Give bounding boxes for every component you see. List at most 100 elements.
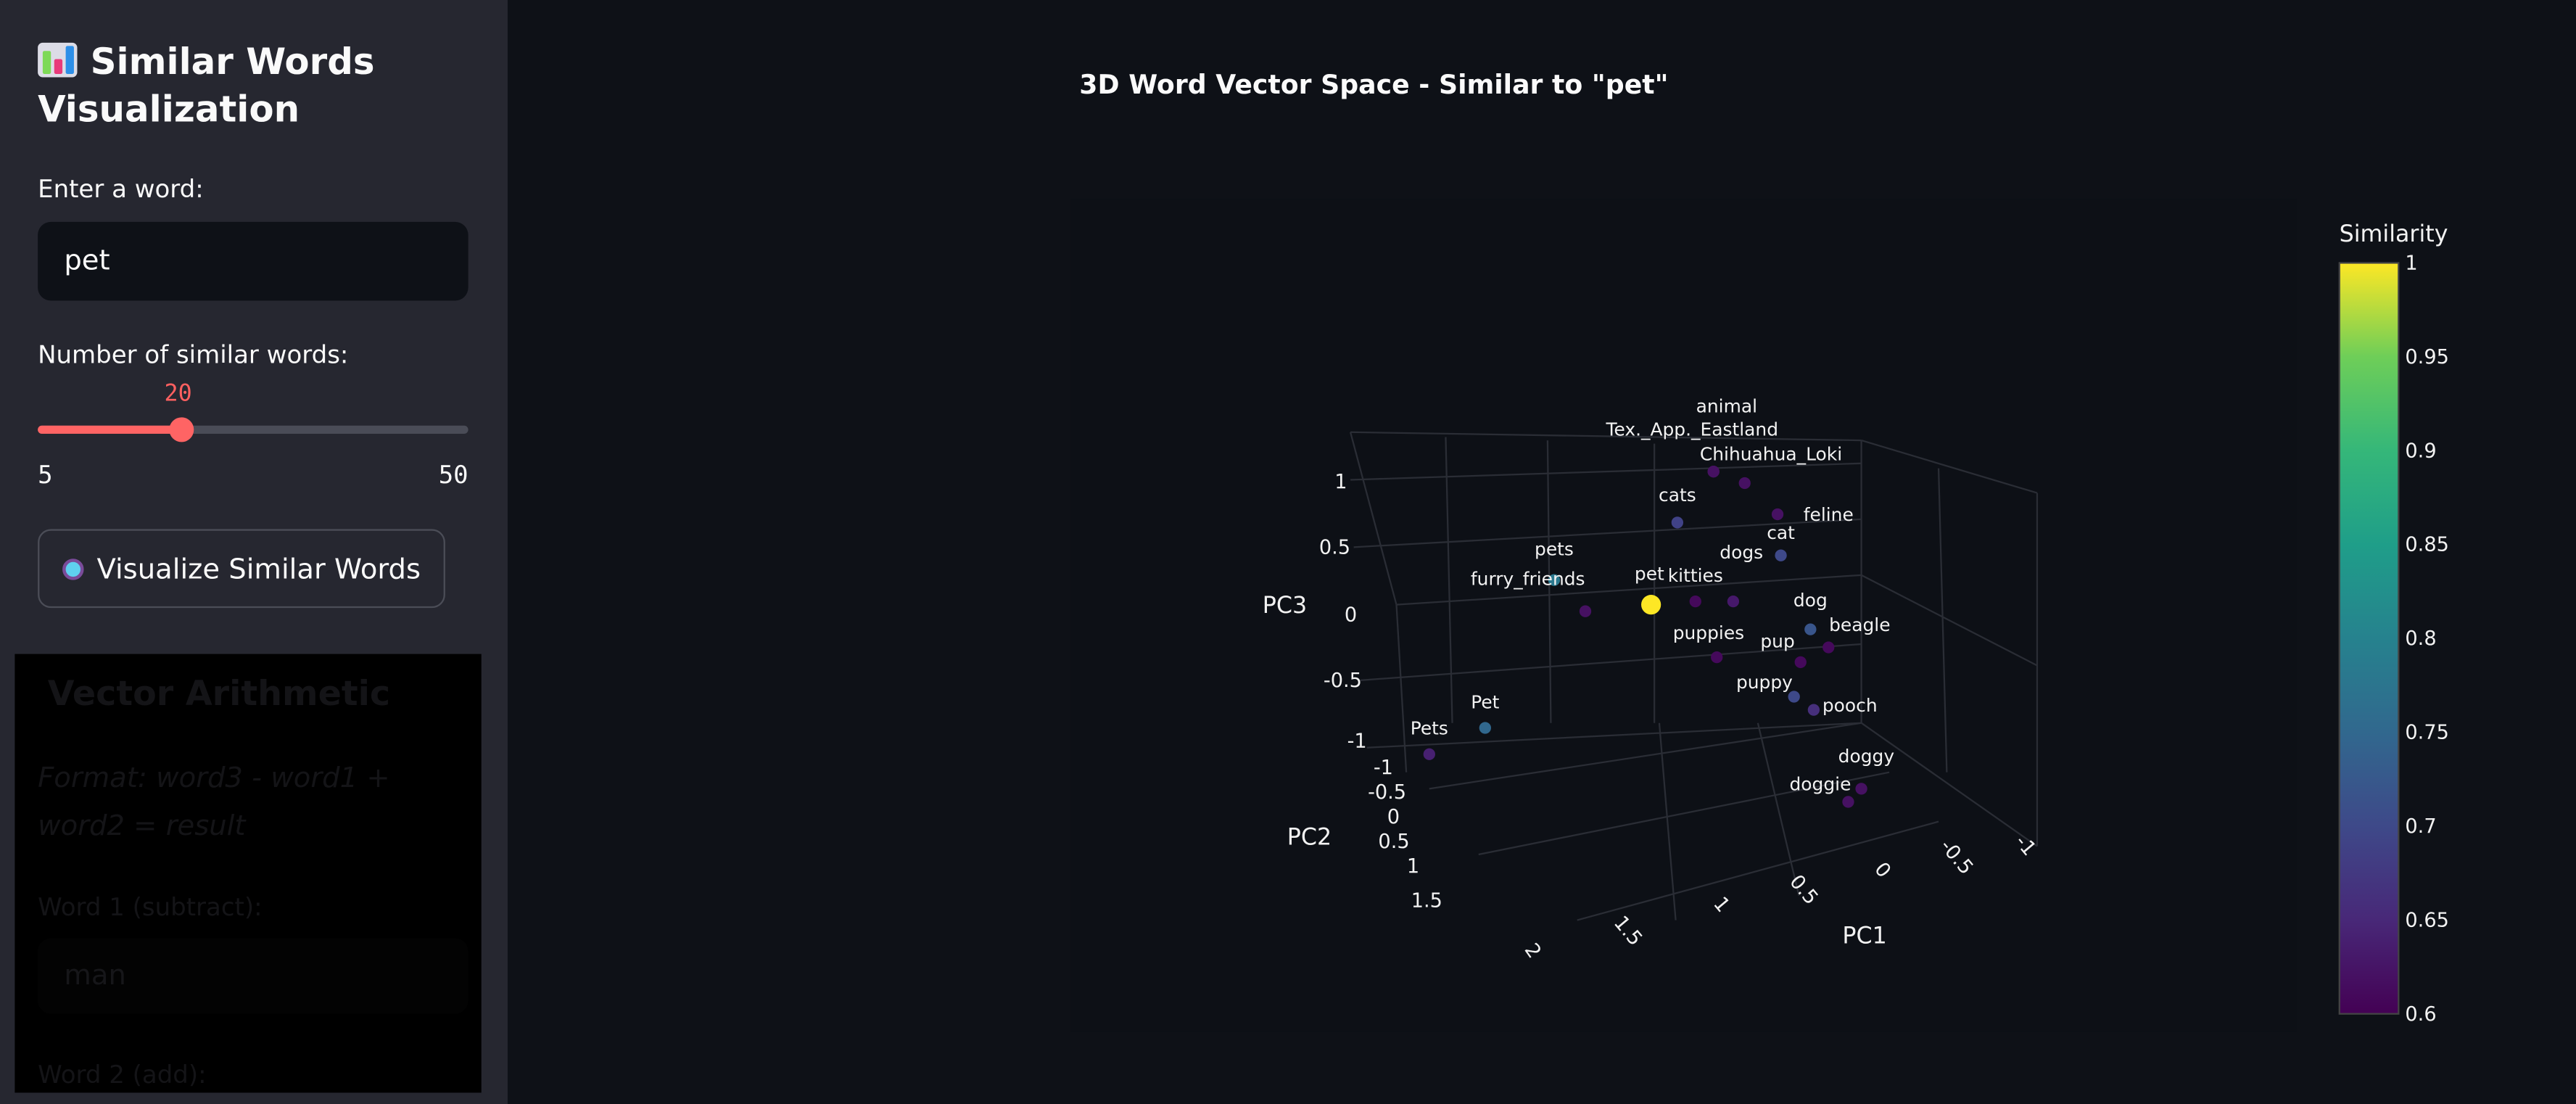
point-marker-pooch — [1807, 704, 1820, 716]
grid-line — [1350, 431, 1862, 442]
z-tick-label: 0 — [1345, 604, 1357, 626]
point-marker-dog — [1804, 623, 1817, 635]
point-label-cat: cat — [1767, 522, 1795, 543]
colorbar-tick-label: 0.85 — [2405, 534, 2449, 556]
grid-line — [1860, 722, 2038, 847]
colorbar-tick-label: 0.95 — [2405, 346, 2449, 368]
grid-line — [1349, 432, 1398, 605]
grid — [1349, 431, 2039, 921]
point-label-pets: pets — [1535, 539, 1574, 560]
colorbar-tick-label: 0.8 — [2405, 627, 2436, 650]
magnifier-icon — [62, 559, 84, 580]
point-label-Chihuahua_Loki: Chihuahua_Loki — [1700, 443, 1842, 464]
vector-arithmetic-section: Vector Arithmetic Format: word3 - word1 … — [15, 654, 482, 1093]
point-label-pet: pet — [1635, 564, 1664, 585]
point-label-feline: feline — [1804, 504, 1854, 525]
plot-area — [1070, 199, 2297, 1032]
colorbar-tick-label: 0.75 — [2405, 722, 2449, 744]
point-marker-kitties — [1689, 595, 1701, 608]
x-axis-label: PC1 — [1842, 923, 1886, 949]
point-marker-feline — [1771, 508, 1784, 521]
vector-arithmetic-title: Vector Arithmetic — [47, 673, 391, 714]
grid-line — [1445, 437, 1453, 723]
grid-line — [1353, 518, 1862, 548]
z-tick-label: 1 — [1334, 471, 1347, 493]
point-marker-Chihuahua_Loki — [1738, 477, 1751, 490]
z-axis-label: PC3 — [1263, 593, 1307, 619]
point-label-doggie: doggie — [1789, 774, 1851, 795]
grid-line — [1756, 722, 1800, 896]
point-label-dog: dog — [1793, 590, 1828, 611]
slider-thumb[interactable] — [170, 417, 195, 442]
point-label-beagle: beagle — [1829, 614, 1890, 635]
grid-line — [1577, 820, 1939, 921]
point-marker-doggy — [1855, 783, 1867, 795]
grid-line — [1360, 643, 1862, 681]
word-input-label: Enter a word: — [38, 174, 204, 204]
data-points: animalTex._App._EastlandChihuahua_Lokife… — [1411, 396, 1894, 808]
visualize-button[interactable]: Visualize Similar Words — [38, 529, 445, 609]
grid-line — [1429, 722, 1862, 790]
point-label-Pet: Pet — [1471, 691, 1499, 712]
point-marker-dogs — [1727, 595, 1740, 608]
point-marker-Pet — [1479, 722, 1491, 734]
point-marker-beagle — [1822, 641, 1835, 654]
point-label-pup: pup — [1760, 631, 1794, 652]
colorbar — [2338, 262, 2400, 1015]
point-label-dogs: dogs — [1720, 542, 1763, 563]
point-marker-doggie — [1842, 796, 1854, 808]
z-tick-label: 0.5 — [1319, 536, 1350, 559]
word-input[interactable]: pet — [38, 221, 468, 301]
word2-label: Word 2 (add): — [38, 1060, 207, 1089]
y-tick-label: 1.5 — [1411, 889, 1442, 912]
y-tick-label: 0.5 — [1378, 831, 1409, 853]
slider-max: 50 — [438, 460, 468, 490]
grid-line — [1395, 604, 1408, 773]
colorbar-title: Similarity — [2340, 221, 2448, 247]
colorbar-tick-label: 0.9 — [2405, 440, 2436, 462]
point-label-animal: animal — [1696, 396, 1757, 417]
y-tick-label: -1 — [1374, 757, 1393, 779]
slider-min: 5 — [38, 460, 53, 490]
z-tick-label: -1 — [1347, 730, 1367, 753]
colorbar-tick-label: 0.65 — [2405, 909, 2449, 931]
word1-input[interactable]: man — [38, 938, 468, 1014]
slider-value: 20 — [164, 381, 192, 408]
y-tick-label: -0.5 — [1368, 781, 1406, 804]
point-marker-puppy — [1788, 691, 1800, 703]
grid-line — [1478, 771, 1890, 856]
format-hint: Format: word3 - word1 + word2 = result — [38, 762, 390, 844]
grid-line — [1937, 468, 1948, 773]
point-marker-pets — [1548, 574, 1561, 586]
colorbar-tick-label: 0.6 — [2405, 1003, 2436, 1026]
app-title: Similar Words Visualization — [38, 42, 375, 132]
z-tick-label: -0.5 — [1324, 670, 1362, 692]
y-tick-label: 0 — [1387, 806, 1400, 828]
point-marker-pet — [1641, 595, 1661, 615]
chart-title: 3D Word Vector Space - Similar to "pet" — [1079, 69, 1669, 101]
slider-fill — [38, 425, 181, 434]
y-tick-label: 1 — [1407, 855, 1419, 878]
colorbar-tick-label: 1 — [2405, 252, 2417, 275]
grid-line — [1350, 462, 1862, 481]
point-label-puppies: puppies — [1673, 622, 1744, 643]
similar-words-slider[interactable] — [38, 417, 468, 442]
point-marker-cats — [1671, 516, 1684, 529]
point-marker-furry_friends — [1579, 605, 1592, 617]
point-label-kitties: kitties — [1668, 565, 1723, 586]
point-label-cats: cats — [1659, 485, 1696, 506]
point-label-Pets: Pets — [1411, 718, 1448, 739]
point-marker-Pets — [1423, 748, 1435, 760]
point-label-pooch: pooch — [1822, 695, 1878, 716]
colorbar-tick-label: 0.7 — [2405, 815, 2436, 838]
point-label-doggy: doggy — [1838, 746, 1894, 767]
word1-label: Word 1 (subtract): — [38, 892, 263, 922]
point-marker-Tex._App._Eastland — [1707, 465, 1720, 478]
point-label-furry_friends: furry_friends — [1471, 568, 1585, 589]
grid-line — [1658, 722, 1677, 920]
point-label-puppy: puppy — [1736, 672, 1793, 693]
point-label-Tex._App._Eastland: Tex._App._Eastland — [1605, 419, 1778, 440]
